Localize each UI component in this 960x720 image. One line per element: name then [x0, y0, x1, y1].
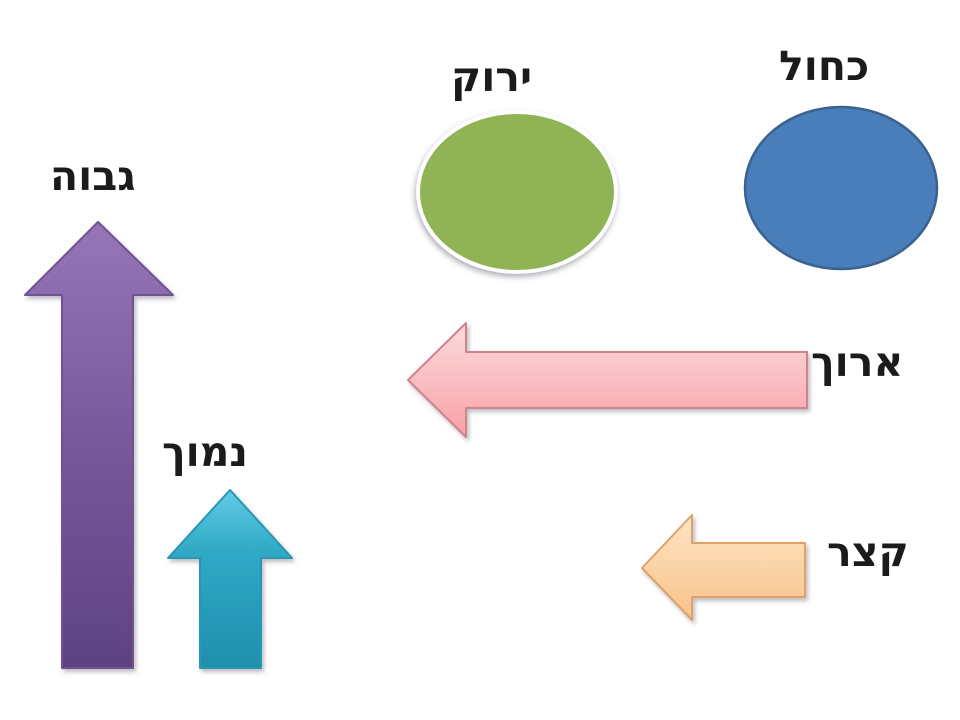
label-blue: כחול — [779, 42, 870, 90]
green-ellipse-shape — [416, 110, 618, 274]
label-green: ירוק — [451, 53, 533, 101]
long-left-arrow-shape — [407, 322, 808, 438]
blue-ellipse-shape — [743, 105, 939, 271]
tall-up-arrow-shape — [24, 221, 174, 669]
label-low: נמוך — [162, 428, 249, 476]
short-left-arrow-shape — [641, 514, 806, 621]
label-tall: גבוה — [50, 152, 136, 200]
short-up-arrow-shape — [167, 489, 293, 669]
label-short: קצר — [827, 528, 909, 576]
label-long: ארוך — [811, 338, 904, 386]
